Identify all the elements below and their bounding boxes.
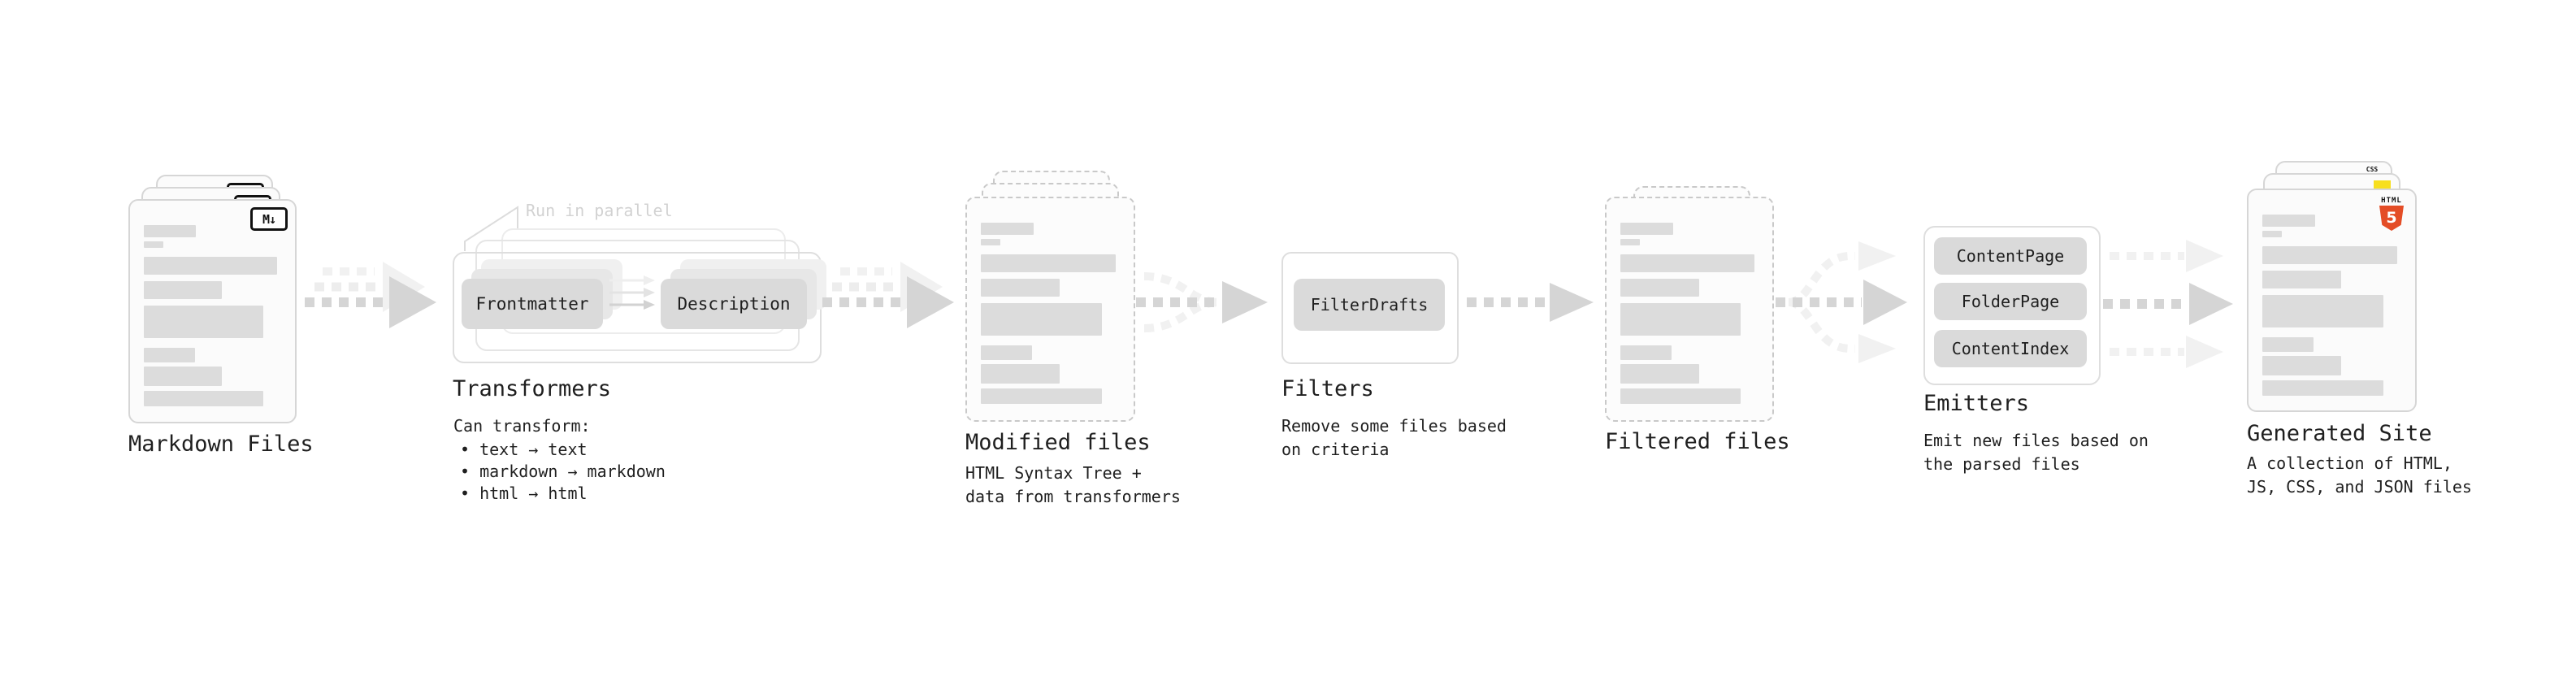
- html5-icon-label: HTML: [2381, 197, 2402, 205]
- javascript-icon: [2374, 180, 2391, 191]
- generated-site-subtitle: A collection of HTML, JS, CSS, and JSON …: [2247, 452, 2472, 499]
- arrow-emitter-top-output: [2110, 240, 2223, 272]
- text-line-placeholder: [2262, 380, 2383, 396]
- text-line-placeholder: [981, 303, 1102, 336]
- text-line-placeholder: [2262, 337, 2314, 352]
- text-line-placeholder: [981, 223, 1034, 235]
- can-transform-list: • text → text • markdown → markdown • ht…: [460, 439, 666, 505]
- text-line-placeholder: [144, 257, 277, 275]
- modified-files-subtitle: HTML Syntax Tree + data from transformer…: [965, 462, 1181, 509]
- arrow-transformers-to-modified: [822, 262, 954, 328]
- subtitle-line: on criteria: [1281, 440, 1390, 459]
- contentindex-emitter-pill: ContentIndex: [1934, 330, 2087, 367]
- filtered-files-label: Filtered files: [1605, 429, 1790, 454]
- subtitle-line: Remove some files based: [1281, 416, 1507, 436]
- subtitle-line: HTML Syntax Tree +: [965, 463, 1142, 483]
- text-line-placeholder: [981, 239, 1000, 245]
- text-line-placeholder: [144, 225, 197, 237]
- subtitle-line: A collection of HTML,: [2247, 453, 2452, 473]
- contentpage-emitter-pill: ContentPage: [1934, 237, 2087, 275]
- text-line-placeholder: [2262, 356, 2342, 375]
- emitters-label: Emitters: [1923, 391, 2030, 416]
- arrow-filters-to-filtered: [1467, 283, 1594, 322]
- text-line-placeholder: [144, 281, 223, 299]
- text-line-placeholder: [981, 388, 1102, 404]
- text-line-placeholder: [1620, 303, 1741, 336]
- transform-bullet: • markdown → markdown: [460, 462, 666, 481]
- text-line-placeholder: [981, 345, 1033, 360]
- text-line-placeholder: [144, 348, 195, 362]
- arrow-modified-to-filters: [1136, 272, 1268, 332]
- folderpage-emitter-pill: FolderPage: [1934, 283, 2087, 320]
- filters-label: Filters: [1281, 376, 1374, 401]
- frontmatter-transformer-pill: Frontmatter: [462, 279, 603, 329]
- text-line-placeholder: [1620, 254, 1754, 272]
- modified-files-label: Modified files: [965, 430, 1151, 455]
- text-line-placeholder: [2262, 246, 2397, 264]
- text-line-placeholder: [144, 391, 264, 406]
- transformers-label: Transformers: [453, 376, 612, 401]
- filterdrafts-pill: FilterDrafts: [1294, 279, 1445, 331]
- text-line-placeholder: [144, 367, 223, 386]
- file-text-placeholder: [2262, 215, 2401, 402]
- text-line-placeholder: [1620, 223, 1673, 235]
- text-line-placeholder: [981, 254, 1116, 272]
- arrow-markdown-to-transformers: [305, 262, 436, 328]
- text-line-placeholder: [2262, 271, 2342, 288]
- markdown-files-label: Markdown Files: [128, 432, 314, 457]
- text-line-placeholder: [2262, 295, 2383, 327]
- text-line-placeholder: [981, 364, 1060, 384]
- filtered-file-card-front: [1605, 197, 1774, 422]
- filters-subtitle: Remove some files based on criteria: [1281, 414, 1507, 462]
- text-line-placeholder: [2262, 215, 2315, 227]
- file-text-placeholder: [981, 223, 1120, 412]
- text-line-placeholder: [1620, 345, 1672, 360]
- run-in-parallel-label: Run in parallel: [526, 201, 673, 220]
- arrow-filtered-to-emitters: [1776, 241, 1907, 363]
- transform-bullet: • html → html: [460, 484, 588, 503]
- file-text-placeholder: [1620, 223, 1759, 412]
- subtitle-line: data from transformers: [965, 487, 1181, 506]
- transformer-flow-arrows: [609, 275, 655, 310]
- emitters-subtitle: Emit new files based on the parsed files: [1923, 429, 2149, 476]
- subtitle-line: JS, CSS, and JSON files: [2247, 477, 2472, 497]
- transform-bullet: • text → text: [460, 440, 588, 459]
- text-line-placeholder: [144, 241, 163, 248]
- modified-file-card-front: [965, 197, 1135, 422]
- text-line-placeholder: [1620, 239, 1640, 245]
- arrow-emitter-middle-output: [2103, 283, 2233, 325]
- text-line-placeholder: [1620, 279, 1699, 297]
- subtitle-line: the parsed files: [1923, 454, 2080, 474]
- run-in-parallel-callout-line: [464, 206, 518, 251]
- html5-icon: HTML 5: [2377, 197, 2406, 231]
- can-transform-heading: Can transform:: [453, 416, 591, 436]
- generated-site-label: Generated Site: [2247, 421, 2432, 446]
- description-transformer-pill: Description: [661, 279, 807, 329]
- file-text-placeholder: [144, 225, 281, 414]
- text-line-placeholder: [1620, 364, 1699, 384]
- html5-number: 5: [2386, 209, 2397, 227]
- text-line-placeholder: [1620, 388, 1741, 404]
- subtitle-line: Emit new files based on: [1923, 431, 2149, 450]
- html-file-card: HTML 5: [2247, 189, 2417, 412]
- text-line-placeholder: [981, 279, 1060, 297]
- markdown-icon: M↓: [250, 207, 288, 231]
- markdown-file-card-front: M↓: [128, 199, 297, 423]
- text-line-placeholder: [2262, 231, 2282, 237]
- css-icon-label: CSS: [2366, 166, 2379, 173]
- text-line-placeholder: [144, 306, 264, 338]
- arrow-emitter-bottom-output: [2110, 336, 2223, 368]
